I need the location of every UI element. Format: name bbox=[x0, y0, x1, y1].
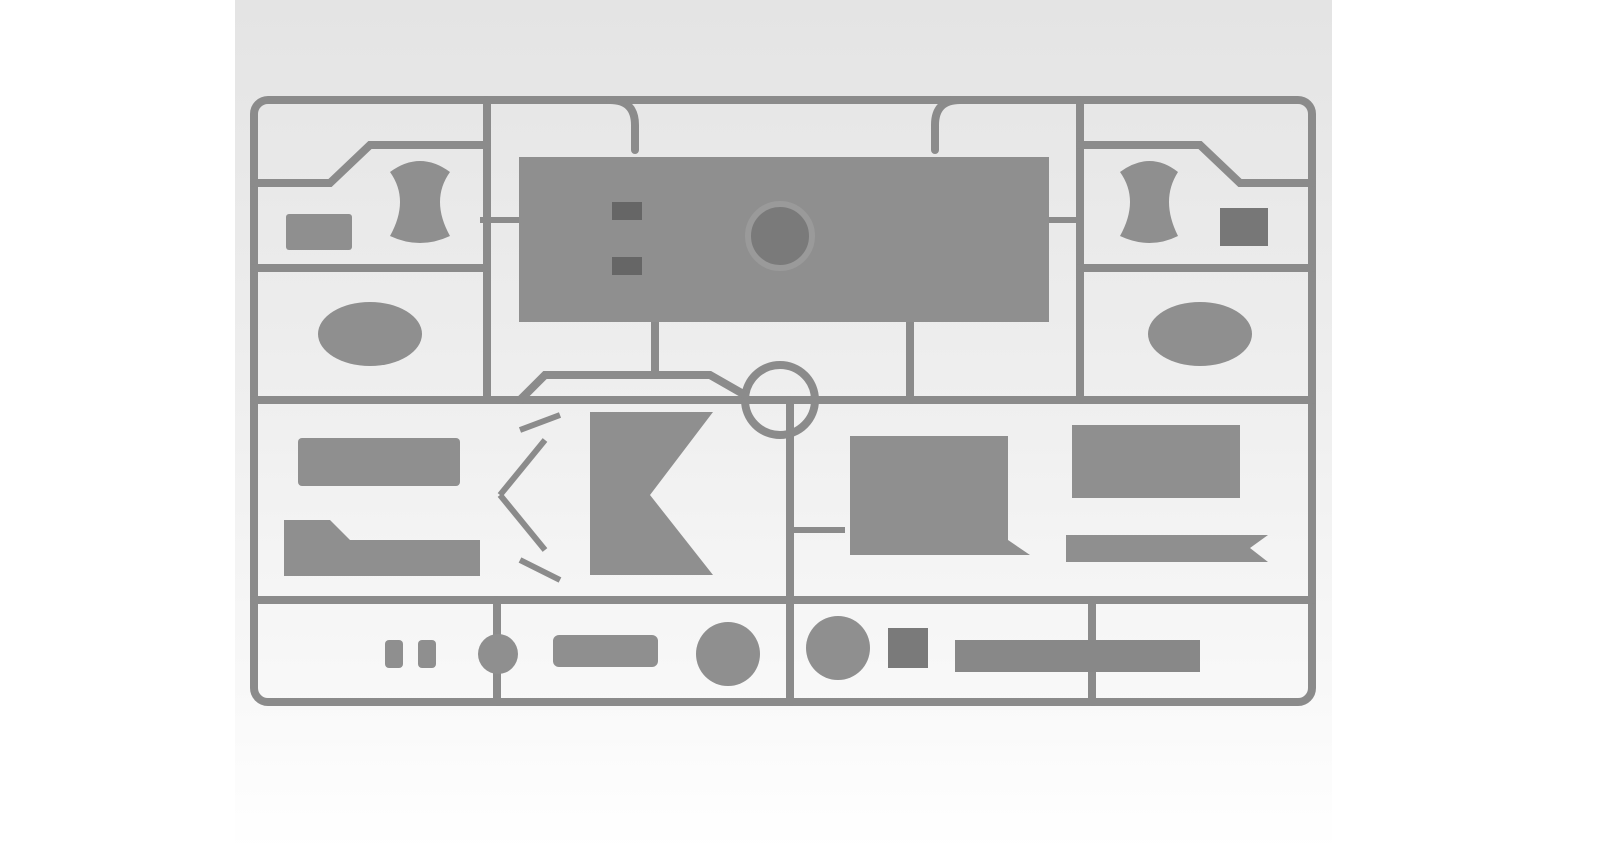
deck-part bbox=[519, 157, 1049, 322]
small-parts bbox=[284, 161, 1268, 686]
sprue-gates bbox=[480, 217, 1080, 583]
